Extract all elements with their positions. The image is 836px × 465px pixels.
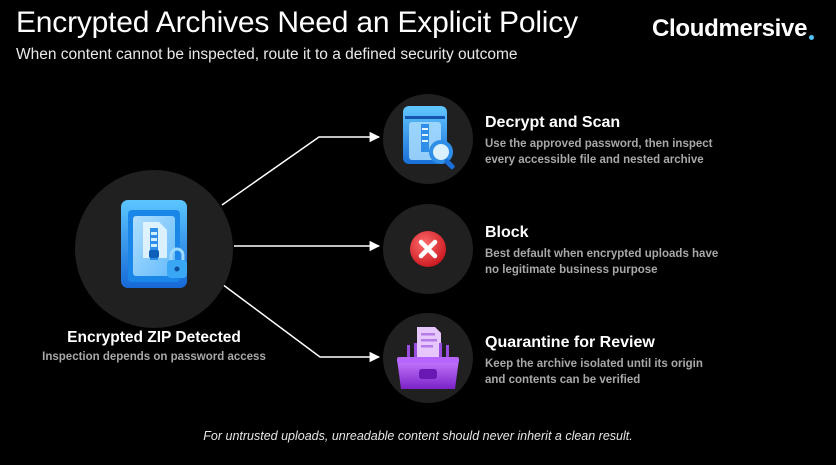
option-block-title: Block <box>485 224 529 241</box>
brand-logo-dot <box>809 35 814 40</box>
source-title: Encrypted ZIP Detected <box>67 329 241 346</box>
arrow-to-decrypt-and-scan <box>221 131 381 206</box>
option-quarantine-node <box>383 313 473 403</box>
source-node <box>75 170 233 328</box>
page-title: Encrypted Archives Need an Explicit Poli… <box>16 6 578 39</box>
option-decrypt-and-scan-title: Decrypt and Scan <box>485 114 621 131</box>
option-decrypt-and-scan-node <box>383 94 473 184</box>
source-subtitle: Inspection depends on password access <box>42 351 266 363</box>
option-quarantine-description: Keep the archive isolated until its orig… <box>485 358 703 386</box>
decrypt-scan-icon <box>403 106 455 170</box>
arrow-to-quarantine <box>221 283 381 363</box>
page-subtitle: When content cannot be inspected, route … <box>16 46 518 63</box>
option-block-description: Best default when encrypted uploads have… <box>485 248 719 276</box>
option-decrypt-and-scan-description: Use the approved password, then inspect … <box>485 138 713 166</box>
brand-logo: Cloudmersive <box>652 15 808 42</box>
option-quarantine-title: Quarantine for Review <box>485 334 655 351</box>
block-icon <box>410 231 446 267</box>
encrypted-zip-icon <box>121 200 187 288</box>
quarantine-icon <box>397 327 459 389</box>
option-block-node <box>383 204 473 294</box>
footer-note: For untrusted uploads, unreadable conten… <box>203 429 633 443</box>
